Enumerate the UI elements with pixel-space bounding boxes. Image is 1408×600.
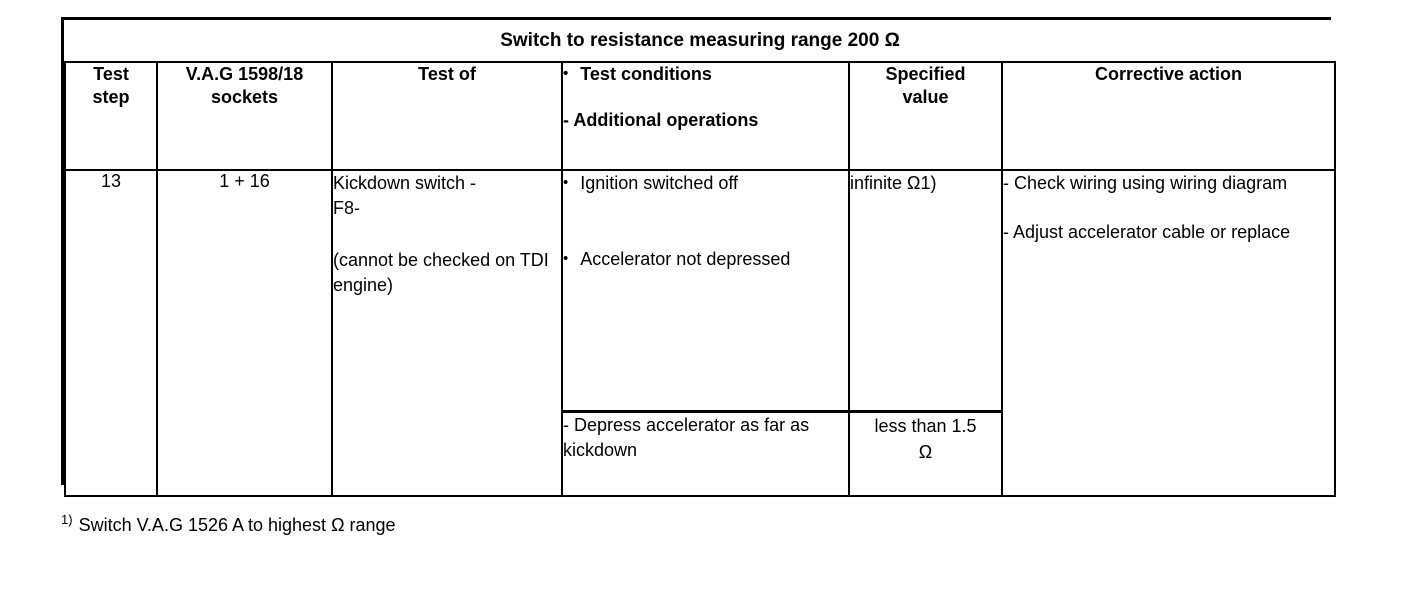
cell-specified-value: infinite Ω1) less than 1.5 Ω <box>848 169 1003 497</box>
bullet-icon: • <box>563 65 569 82</box>
cell-specified-value-bottom-line1: less than 1.5 <box>874 416 977 436</box>
cell-specified-value-bottom-line2: Ω <box>918 442 933 462</box>
footnote-text: Switch V.A.G 1526 A to highest Ω range <box>78 515 396 535</box>
conditions-bottom-row: - Depress accelerator as far as kickdown <box>563 410 848 495</box>
bullet-icon: • <box>563 174 569 191</box>
corrective-action-item: - Adjust accelerator cable or replace <box>1003 222 1291 242</box>
bullet-icon: • <box>563 250 569 267</box>
corrective-action-item: - Check wiring using wiring diagram <box>1003 173 1288 193</box>
cell-conditions-top: • Ignition switched off • Accelerator not … <box>563 171 848 412</box>
cell-test-conditions: • Ignition switched off • Accelerator not … <box>561 169 850 497</box>
cell-test-of-line1: Kickdown switch - <box>333 173 477 193</box>
condition-item-label: Ignition switched off <box>580 173 739 193</box>
header-sockets-line2: sockets <box>210 87 279 107</box>
specified-value-top-row: infinite Ω1) <box>850 171 1001 412</box>
test-step-table: Switch to resistance measuring range 200… <box>61 17 1337 497</box>
header-test-step: Test step <box>64 61 158 171</box>
cell-conditions-bottom: - Depress accelerator as far as kickdown <box>563 410 848 495</box>
header-specified-value-line2: value <box>902 87 949 107</box>
header-conditions-dash-label: - Additional operations <box>563 110 759 130</box>
header-conditions-bullet-label: Test conditions <box>580 64 712 84</box>
header-specified-value: Specified value <box>848 61 1003 171</box>
condition-item: • Accelerator not depressed <box>563 247 848 273</box>
header-specified-value-line1: Specified <box>885 64 966 84</box>
table-row: 13 1 + 16 Kickdown switch - F8- (cannot … <box>64 169 1337 497</box>
cell-test-step: 13 <box>64 169 158 497</box>
header-test-of-label: Test of <box>418 64 476 84</box>
header-test-step-line1: Test <box>93 64 129 84</box>
header-test-conditions: • Test conditions - Additional operations <box>561 61 850 171</box>
table: Switch to resistance measuring range 200… <box>64 20 1337 497</box>
header-sockets: V.A.G 1598/18 sockets <box>156 61 333 171</box>
cell-test-of-name: Kickdown switch - F8- <box>333 171 561 221</box>
cell-sockets: 1 + 16 <box>156 169 333 497</box>
header-test-step-line2: step <box>92 87 130 107</box>
header-corrective-action: Corrective action <box>1000 61 1337 171</box>
footnote-marker: 1) <box>61 512 73 527</box>
cell-specified-value-top: infinite Ω1) <box>850 171 1001 412</box>
cell-test-of: Kickdown switch - F8- (cannot be checked… <box>331 169 563 497</box>
table-title: Switch to resistance measuring range 200… <box>65 20 1336 63</box>
conditions-split-table: • Ignition switched off • Accelerator not … <box>563 171 848 495</box>
cell-test-of-note: (cannot be checked on TDI engine) <box>333 250 549 295</box>
table-header-row: Test step V.A.G 1598/18 sockets Test of … <box>64 61 1337 171</box>
table-title-row: Switch to resistance measuring range 200… <box>65 20 1336 63</box>
cell-specified-value-bottom: less than 1.5 Ω <box>850 410 1001 495</box>
header-conditions-bullet-line: • Test conditions <box>563 63 848 87</box>
cell-test-of-line2: F8- <box>333 198 360 218</box>
condition-item: • Ignition switched off <box>563 171 848 197</box>
header-sockets-line1: V.A.G 1598/18 <box>185 64 304 84</box>
specified-value-bottom-row: less than 1.5 Ω <box>850 410 1001 495</box>
header-test-of: Test of <box>331 61 563 171</box>
cell-corrective-action: - Check wiring using wiring diagram - Ad… <box>1000 169 1337 497</box>
conditions-top-row: • Ignition switched off • Accelerator not … <box>563 171 848 412</box>
condition-item-label: Accelerator not depressed <box>580 249 791 269</box>
header-corrective-action-label: Corrective action <box>1094 64 1243 84</box>
footnote: 1) Switch V.A.G 1526 A to highest Ω range <box>61 512 396 538</box>
specified-value-split-table: infinite Ω1) less than 1.5 Ω <box>850 171 1001 495</box>
